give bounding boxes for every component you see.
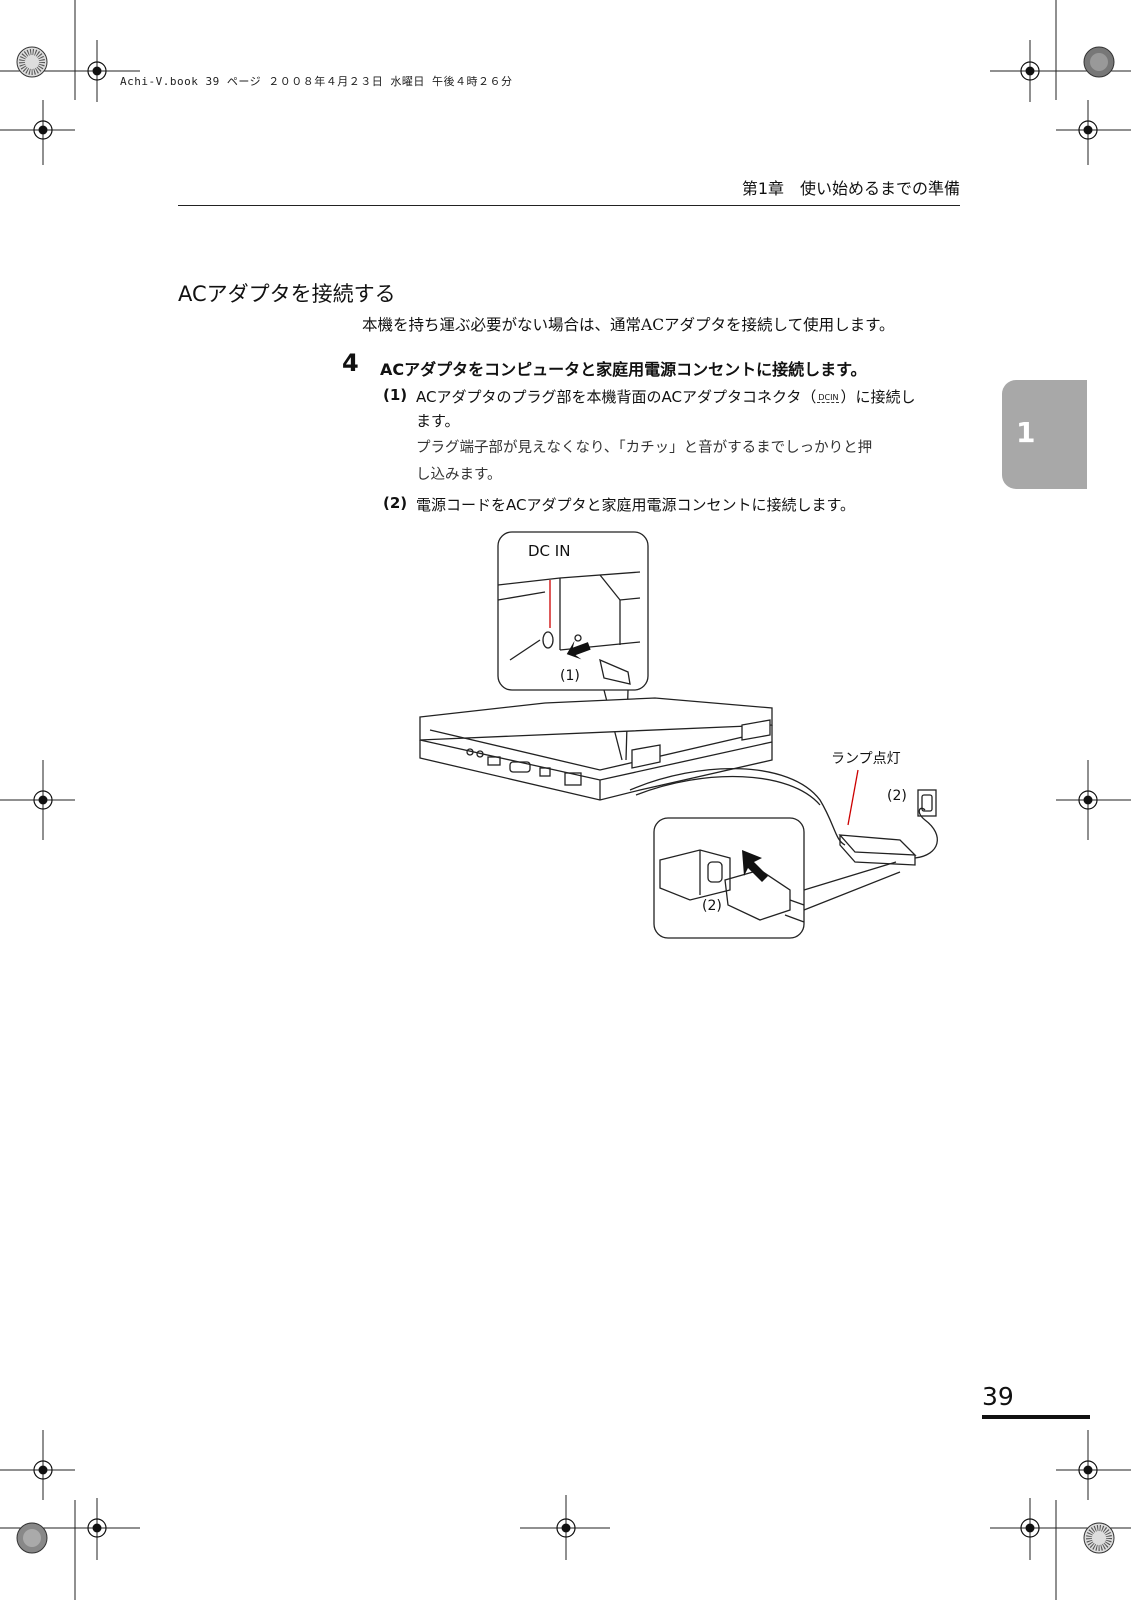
- callout-2-plug-label: (2): [702, 898, 722, 914]
- substep-1-note-line-2: し込みます。: [416, 467, 502, 483]
- step-number: 4: [342, 349, 359, 377]
- page-number-rule: [982, 1415, 1090, 1419]
- section-intro: 本機を持ち運ぶ必要がない場合は、通常ACアダプタを接続して使用します。: [362, 316, 895, 334]
- substep-1-note: プラグ端子部が見えなくなり、「カチッ」と音がするまでしっかりと押 し込みます。: [416, 435, 964, 489]
- substep-2-text: 電源コードをACアダプタと家庭用電源コンセントに接続します。: [416, 496, 855, 514]
- print-slug: Achi-V.book 39 ページ ２００８年４月２３日 水曜日 午後４時２６…: [120, 75, 513, 88]
- chapter-header: 第1章 使い始めるまでの準備: [178, 175, 960, 206]
- substep-1-text-b: ）に接続し: [840, 388, 916, 406]
- dc-in-label: DC IN: [528, 542, 571, 560]
- callout-1-label: (1): [560, 668, 580, 684]
- substep-1-note-line-1: プラグ端子部が見えなくなり、「カチッ」と音がするまでしっかりと押: [416, 440, 873, 456]
- lamp-label: ランプ点灯: [831, 751, 901, 767]
- substep-1-text: ACアダプタのプラグ部を本機背面のACアダプタコネクタ（DCIN）に接続し: [416, 386, 915, 407]
- section-title: ACアダプタを接続する: [178, 282, 396, 306]
- page-number: 39: [982, 1382, 1014, 1411]
- chapter-tab: 1: [1002, 380, 1087, 489]
- substep-2-label: (2): [383, 494, 408, 512]
- step-text: ACアダプタをコンピュータと家庭用電源コンセントに接続します。: [380, 360, 867, 379]
- callout-2-outlet-label: (2): [887, 788, 907, 804]
- substep-1-text-cont: ます。: [416, 412, 460, 430]
- substep-1-label: (1): [383, 386, 408, 404]
- dc-in-icon: DCIN: [817, 392, 840, 403]
- chapter-tab-number: 1: [1016, 416, 1036, 449]
- substep-1-text-a: ACアダプタのプラグ部を本機背面のACアダプタコネクタ（: [416, 388, 817, 406]
